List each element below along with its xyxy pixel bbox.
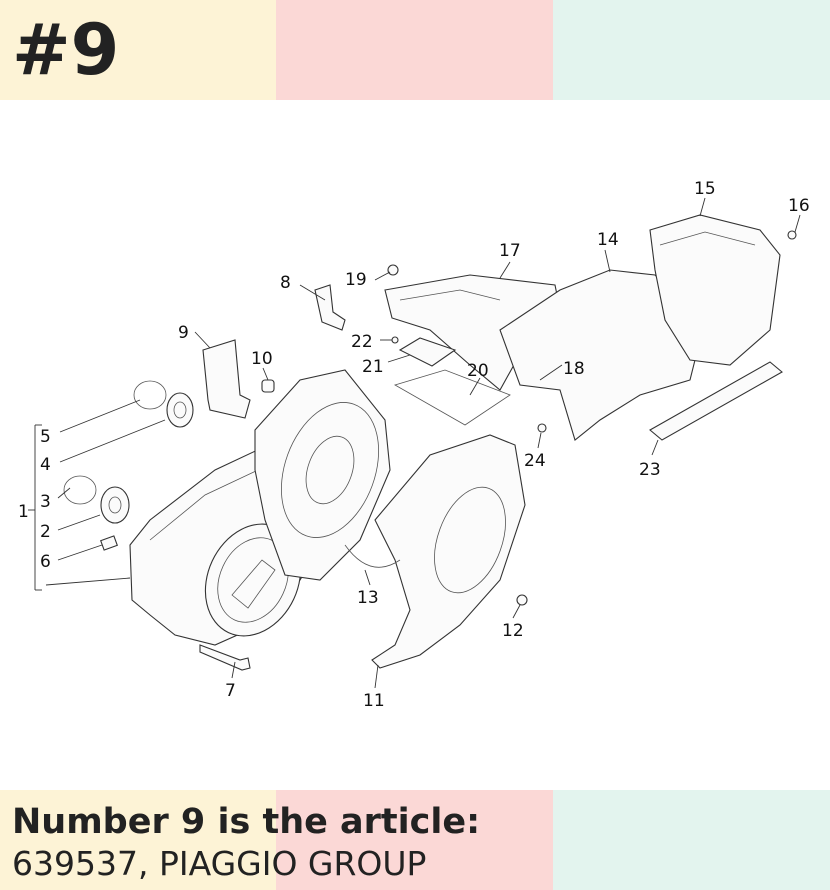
callout-7: 7 [225,681,236,701]
caption-article-number: 639537, PIAGGIO GROUP [12,844,427,883]
callout-12: 12 [502,621,524,641]
bottom-band-left [0,790,276,890]
transmission-cover-drawing [63,214,797,671]
callout-17: 17 [499,241,521,261]
callout-labels: 1 2 3 4 5 6 7 8 9 10 11 12 13 14 15 16 1… [18,179,810,711]
callout-18: 18 [563,359,585,379]
callout-8: 8 [280,273,291,293]
callout-10: 10 [251,349,273,369]
bottom-band-right [553,790,830,890]
callout-14: 14 [597,230,619,250]
callout-13: 13 [357,588,379,608]
callout-11: 11 [363,691,385,711]
callout-19: 19 [345,270,367,290]
callout-4: 4 [40,455,51,475]
callout-1: 1 [18,502,29,522]
article-caption: Number 9 is the article: 639537, PIAGGIO… [12,800,480,884]
callout-6: 6 [40,552,51,572]
callout-22: 22 [351,332,373,352]
callout-15: 15 [694,179,716,199]
top-band-middle [276,0,553,100]
callout-21: 21 [362,357,384,377]
item-number-badge: #9 [12,9,120,91]
callout-9: 9 [178,323,189,343]
callout-20: 20 [467,361,489,381]
caption-heading: Number 9 is the article: [12,802,481,842]
callout-2: 2 [40,522,51,542]
bottom-band-middle [276,790,553,890]
callout-3: 3 [40,492,51,512]
exploded-parts-diagram: 1 2 3 4 5 6 7 8 9 10 11 12 13 14 15 16 1… [18,179,810,711]
callout-24: 24 [524,451,546,471]
callout-5: 5 [40,427,51,447]
top-band-right [553,0,830,100]
bottom-color-band [0,790,830,890]
callout-16: 16 [788,196,810,216]
top-band-left [0,0,276,100]
callout-23: 23 [639,460,661,480]
top-color-band [0,0,830,100]
callout-leader-lines [28,197,801,689]
